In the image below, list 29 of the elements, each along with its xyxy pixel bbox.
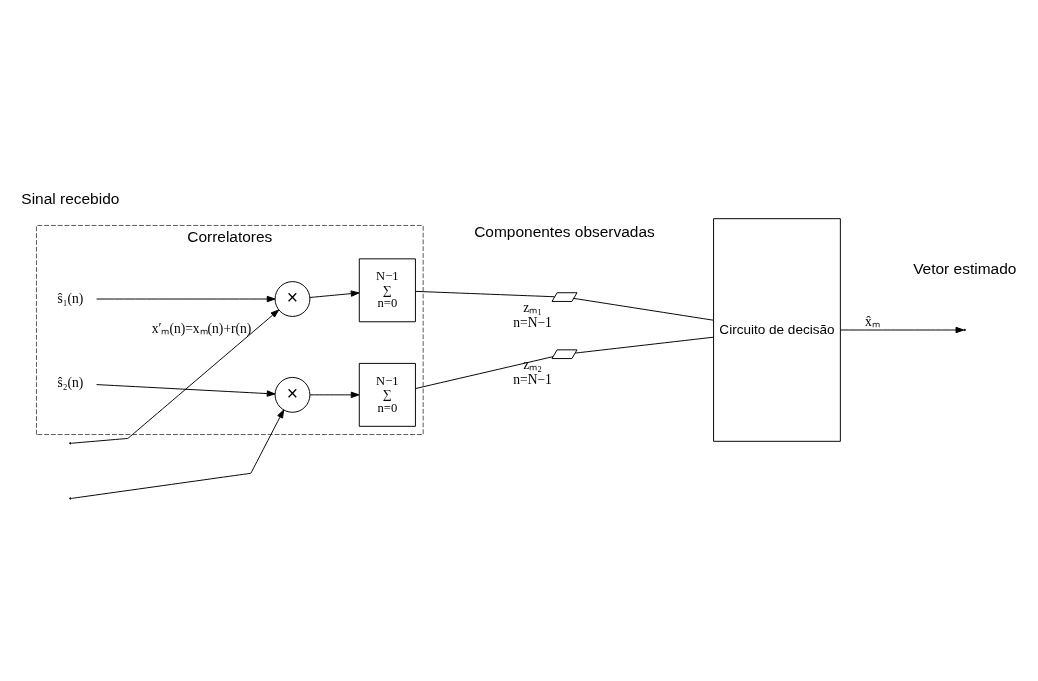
arrow xyxy=(71,309,280,444)
node-box: N−1 ∑ n=0 xyxy=(358,362,416,427)
label: Componentes observadas xyxy=(474,222,655,240)
arrow xyxy=(309,391,360,398)
node-circle: × xyxy=(274,376,311,413)
connector xyxy=(415,355,554,389)
edge-label: x′ₘ(n)=xₘ(n)+r(n) xyxy=(151,320,252,336)
node-box: N−1 ∑ n=0 xyxy=(358,257,416,322)
node-label: zₘ₁ xyxy=(523,299,542,315)
connector xyxy=(573,297,714,321)
label: Sinal recebido xyxy=(21,189,120,207)
arrow xyxy=(96,383,276,397)
label: Vetor estimado xyxy=(913,259,1017,277)
arrow xyxy=(309,289,360,298)
node-label: zₘ₂ xyxy=(523,356,542,372)
node-box: Circuito de decisão xyxy=(713,217,841,442)
node-circle: × xyxy=(274,280,311,317)
arrow xyxy=(840,326,965,333)
connector xyxy=(574,336,714,354)
node-text: ŝ₁(n) xyxy=(57,290,84,306)
arrow xyxy=(96,295,276,302)
node-switch xyxy=(551,348,578,359)
node-label: n=N−1 xyxy=(513,314,552,330)
arrow xyxy=(70,409,285,499)
node-text: ŝ₂(n) xyxy=(57,374,84,390)
node-switch xyxy=(551,291,578,302)
connector xyxy=(415,290,555,297)
edge-label: x̂ₘ xyxy=(864,313,880,329)
node-label: n=N−1 xyxy=(513,371,552,387)
